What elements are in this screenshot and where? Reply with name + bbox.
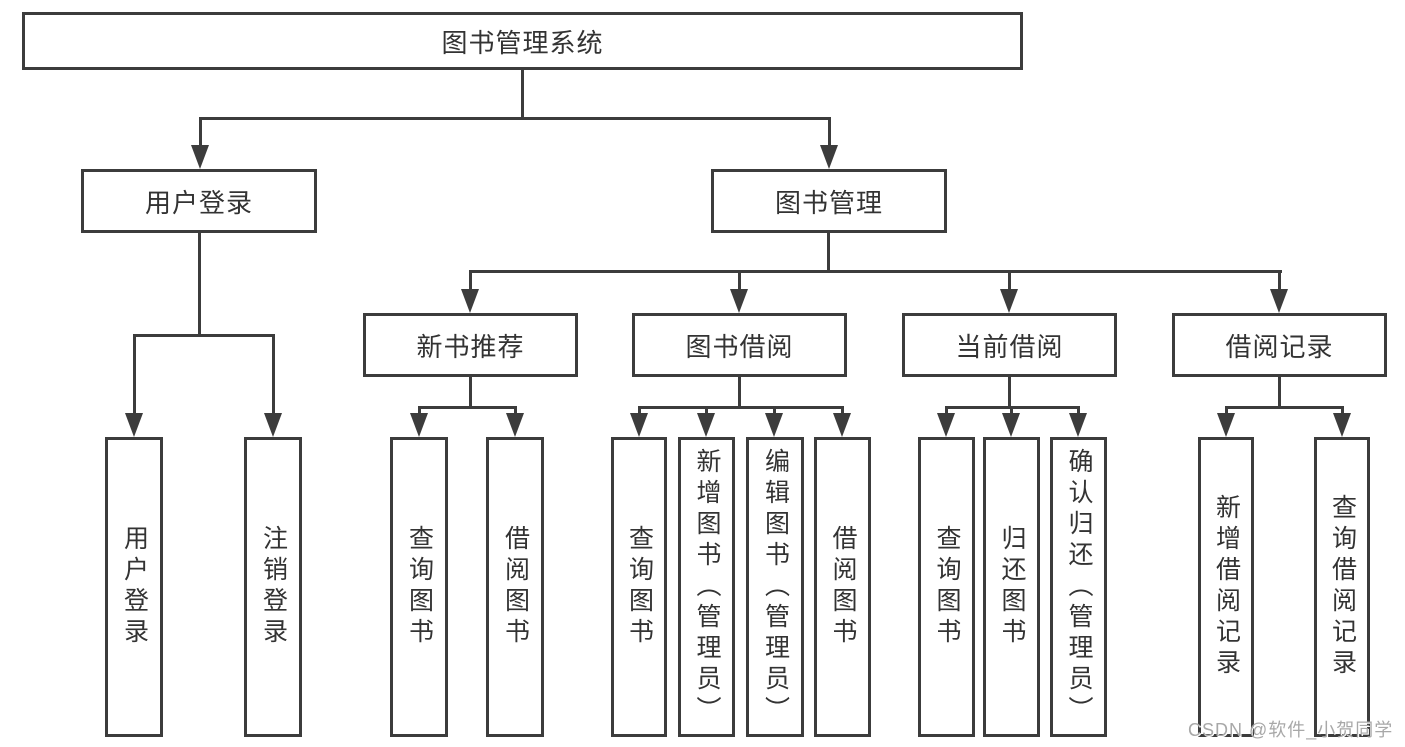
connector-login-left-stem	[133, 334, 136, 414]
arrow-to-bb-borrow	[833, 413, 851, 437]
connector-l3-bar	[469, 270, 1282, 273]
arrow-to-bb-edit	[765, 413, 783, 437]
leaf-record-add: 新增借阅记录	[1198, 437, 1254, 737]
leaf-logout: 注销登录	[244, 437, 302, 737]
arrow-to-nb-query	[410, 413, 428, 437]
node-book-borrow: 图书借阅	[632, 313, 847, 377]
leaf-borrow-query: 查询图书	[611, 437, 667, 737]
arrow-to-nb-borrow	[506, 413, 524, 437]
arrow-to-bb-add	[697, 413, 715, 437]
connector-cb-stem-3	[1077, 406, 1080, 415]
connector-l1-right-stem	[828, 117, 831, 146]
arrow-to-current-borrow	[1000, 289, 1018, 313]
arrow-to-borrow-records	[1270, 289, 1288, 313]
arrow-to-book-management	[820, 145, 838, 169]
arrow-to-bb-query	[630, 413, 648, 437]
node-library-system: 图书管理系统	[22, 12, 1023, 70]
node-book-management: 图书管理	[711, 169, 947, 233]
arrow-to-book-borrow	[730, 289, 748, 313]
arrow-to-br-query	[1333, 413, 1351, 437]
arrow-to-br-add	[1217, 413, 1235, 437]
leaf-current-confirm-admin: 确认归还（管理员）	[1050, 437, 1107, 737]
connector-l3-stem-4	[1278, 270, 1281, 290]
connector-cb-stem-1	[945, 406, 948, 415]
connector-cb-stem-2	[1010, 406, 1013, 415]
connector-mgmt-stem	[827, 233, 830, 272]
connector-cb-stem	[1008, 377, 1011, 407]
connector-bb-stem	[738, 377, 741, 407]
connector-nb-stem	[469, 377, 472, 407]
leaf-borrow-add-admin: 新增图书（管理员）	[678, 437, 735, 737]
connector-l1-left-stem	[199, 117, 202, 146]
leaf-current-query: 查询图书	[918, 437, 975, 737]
arrow-to-leaf-user-login	[125, 413, 143, 437]
connector-login-right-stem	[272, 334, 275, 414]
arrow-to-cb-return	[1002, 413, 1020, 437]
arrow-to-cb-query	[937, 413, 955, 437]
leaf-newbook-query: 查询图书	[390, 437, 448, 737]
connector-bb-stem-1	[638, 406, 641, 415]
connector-login-stem	[198, 233, 201, 336]
leaf-borrow-borrow: 借阅图书	[814, 437, 871, 737]
arrow-to-cb-confirm	[1069, 413, 1087, 437]
connector-bb-stem-4	[841, 406, 844, 415]
arrow-to-leaf-logout	[264, 413, 282, 437]
leaf-record-query: 查询借阅记录	[1314, 437, 1370, 737]
connector-l3-stem-1	[469, 270, 472, 290]
node-user-login: 用户登录	[81, 169, 317, 233]
watermark: CSDN @软件_小贺同学	[1188, 720, 1394, 740]
connector-br-stem	[1278, 377, 1281, 407]
connector-br-stem-2	[1341, 406, 1344, 415]
node-current-borrow: 当前借阅	[902, 313, 1117, 377]
arrow-to-user-login	[191, 145, 209, 169]
connector-bb-bar	[638, 406, 844, 409]
connector-nb-stem-2	[514, 406, 517, 415]
connector-l3-stem-2	[738, 270, 741, 290]
connector-bb-stem-2	[705, 406, 708, 415]
connector-nb-bar	[418, 406, 516, 409]
connector-bb-stem-3	[773, 406, 776, 415]
arrow-to-new-book-recommend	[461, 289, 479, 313]
connector-br-stem-1	[1225, 406, 1228, 415]
connector-l3-stem-3	[1008, 270, 1011, 290]
leaf-current-return: 归还图书	[983, 437, 1040, 737]
leaf-newbook-borrow: 借阅图书	[486, 437, 544, 737]
connector-root-stem	[521, 70, 524, 118]
node-new-book-recommend: 新书推荐	[363, 313, 578, 377]
connector-login-bar	[133, 334, 275, 337]
connector-br-bar	[1225, 406, 1343, 409]
connector-nb-stem-1	[418, 406, 421, 415]
connector-l1-bar	[199, 117, 831, 120]
node-borrow-records: 借阅记录	[1172, 313, 1387, 377]
leaf-borrow-edit-admin: 编辑图书（管理员）	[746, 437, 804, 737]
leaf-user-login: 用户登录	[105, 437, 163, 737]
